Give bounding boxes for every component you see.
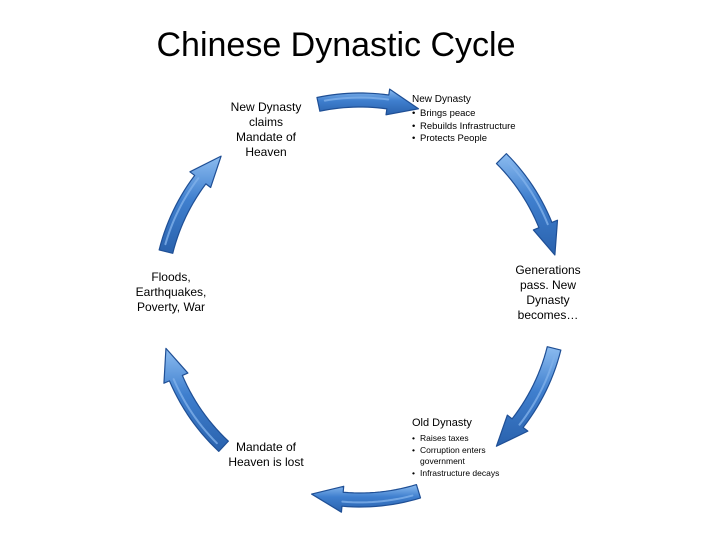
list-item: •Rebuilds Infrastructure <box>412 120 516 132</box>
arrow-generations-to-old-dynasty-highlight <box>518 354 556 426</box>
old-dynasty-bullets: •Raises taxes •Corruption enters governm… <box>412 433 512 479</box>
old-dynasty-heading: Old Dynasty <box>412 417 472 429</box>
page-title: Chinese Dynastic Cycle <box>156 26 516 64</box>
node-generations-pass: Generations pass. New Dynasty becomes… <box>515 263 581 322</box>
arrow-disasters-to-claims <box>158 155 222 254</box>
new-dynasty-box: New Dynasty •Brings peace •Rebuilds Infr… <box>412 93 522 146</box>
node-disasters: Floods, Earthquakes, Poverty, War <box>135 270 207 314</box>
new-dynasty-bullets: •Brings peace •Rebuilds Infrastructure •… <box>412 108 522 145</box>
arrow-claims-to-new-dynasty-highlight <box>323 96 390 102</box>
arrow-disasters-to-claims-highlight <box>164 177 200 246</box>
arrow-mandate-lost-to-disasters-highlight <box>172 378 218 445</box>
arrow-claims-to-new-dynasty <box>316 88 420 116</box>
arrow-old-dynasty-to-mandate-lost <box>311 483 422 513</box>
list-item: •Raises taxes <box>412 433 469 443</box>
old-dynasty-box: Old Dynasty •Raises taxes •Corruption en… <box>412 416 512 480</box>
arrow-mandate-lost-to-disasters <box>163 347 229 452</box>
arrow-old-dynasty-to-mandate-lost-highlight <box>341 494 414 504</box>
node-new-dynasty-claims: New Dynasty claims Mandate of Heaven <box>230 100 302 159</box>
list-item: •Infrastructure decays <box>412 468 500 478</box>
list-item: •Brings peace <box>412 108 476 119</box>
list-item: •Protects People <box>412 133 488 144</box>
node-mandate-lost: Mandate of Heaven is lost <box>228 440 304 469</box>
arrow-new-dynasty-to-generations-highlight <box>507 160 549 226</box>
new-dynasty-heading: New Dynasty <box>412 94 471 105</box>
arrow-new-dynasty-to-generations <box>495 153 559 256</box>
list-item: •Corruption enters government <box>412 445 486 466</box>
arrow-generations-to-old-dynasty <box>495 346 562 447</box>
